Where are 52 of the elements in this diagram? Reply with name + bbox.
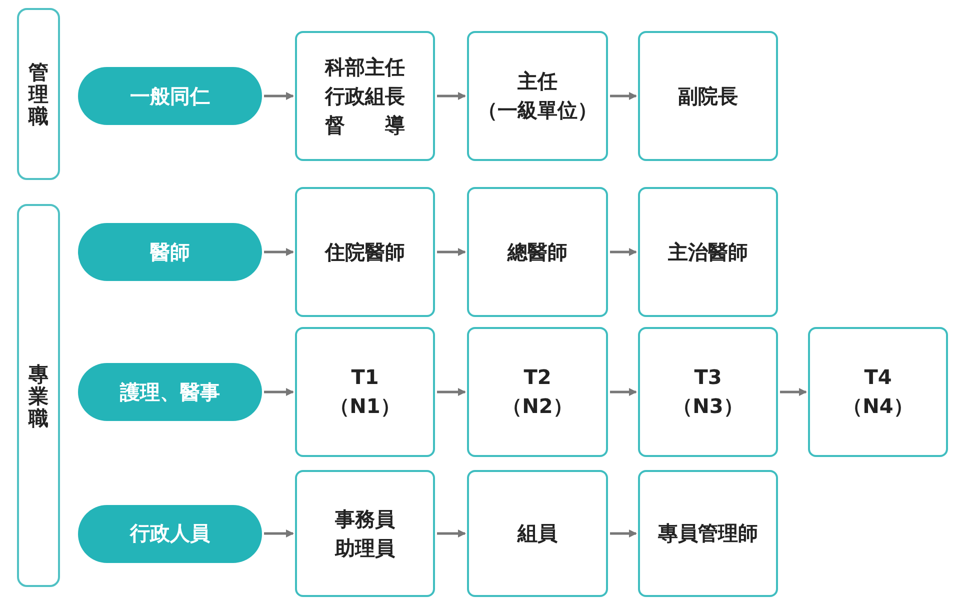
node-label: 住院醫師 [325,238,405,266]
node-label: 主任 [518,68,558,95]
position-box [638,31,778,161]
node-label: 副院長 [678,82,738,110]
node-label: 行政人員 [130,520,210,547]
position-box [467,31,608,161]
arrow [610,530,637,538]
node-label: 專業職 [28,362,48,428]
arrow [780,388,807,396]
node-label: （N4） [842,393,914,420]
position-box [467,327,608,457]
node-label: T1 [351,364,379,391]
arrow [610,92,637,100]
node-label: （N3） [672,393,744,420]
arrow [610,248,637,256]
arrow [264,248,294,256]
arrow [264,92,294,100]
node-label: 管理職 [28,61,48,127]
position-box [295,187,435,317]
node-label: T4 [864,364,892,391]
arrow [264,530,294,538]
category-band [17,8,60,180]
position-box [467,187,608,317]
position-box [638,327,778,457]
node-label: 醫師 [150,238,190,266]
node-label: 專員管理師 [658,520,758,547]
position-box [467,470,608,597]
position-box [295,327,435,457]
node-label: 一般同仁 [130,82,210,110]
node-label: （N1） [330,393,400,420]
node-label: 主治醫師 [668,238,748,266]
node-label: T3 [694,364,722,391]
arrow [264,388,294,396]
position-box [295,31,435,161]
position-box [808,327,948,457]
node-label: 組員 [518,520,558,547]
position-box [638,187,778,317]
arrow [437,530,466,538]
node-label: 科部主任行政組長督導 [325,54,405,138]
node-label: T2 [524,364,552,391]
node-label: 事務員助理員 [335,506,395,562]
node-label: （N2） [502,393,573,420]
arrow [610,388,637,396]
node-label: 護理、醫事 [120,378,220,406]
arrow [437,92,466,100]
arrow [437,388,466,396]
node-label: （一級單位） [478,97,598,124]
position-box [638,470,778,597]
position-box [295,470,435,597]
category-band [17,204,60,587]
arrow [437,248,466,256]
node-label: 總醫師 [508,238,568,266]
